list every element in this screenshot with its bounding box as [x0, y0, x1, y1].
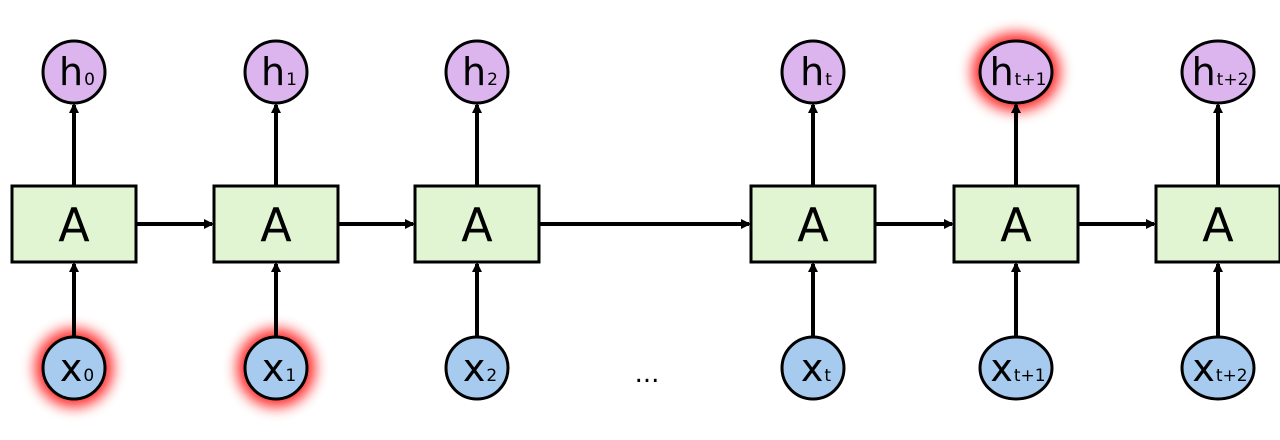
x-node-label: xt — [801, 346, 832, 390]
x-node-label: xt+1 — [990, 346, 1045, 390]
glow-layer — [35, 33, 1060, 407]
h-node-circle — [780, 39, 846, 105]
h-subscript: t+2 — [1217, 70, 1249, 90]
x-node-circle — [243, 335, 309, 401]
x-node-label: x1 — [262, 346, 296, 390]
x-node: x1 — [243, 335, 309, 401]
h-symbol: h — [990, 50, 1014, 94]
h-node-circle — [978, 39, 1054, 105]
h-subscript: 0 — [84, 70, 95, 90]
rnn-cell-label: A — [797, 198, 829, 252]
h-node: ht+1 — [978, 39, 1054, 105]
h-node: ht+2 — [1180, 39, 1256, 105]
x-node-label: x2 — [463, 346, 497, 390]
h-node: h2 — [444, 39, 510, 105]
x-subscript: t — [824, 366, 831, 386]
x-node-circle — [978, 335, 1054, 401]
x-node-circle — [1180, 335, 1256, 401]
h-node-circle — [243, 39, 309, 105]
x-node-label: x0 — [60, 346, 94, 390]
x-symbol: x — [1192, 346, 1215, 390]
rnn-cell-box — [1154, 184, 1280, 264]
ellipsis-label: ... — [635, 359, 660, 389]
h-node-label: ht+2 — [1192, 50, 1249, 94]
rnn-cell-label: A — [1202, 198, 1234, 252]
h-symbol: h — [1192, 50, 1216, 94]
h-node-label: h0 — [59, 50, 95, 94]
x-node: xt — [780, 335, 846, 401]
h-node-label: h1 — [261, 50, 297, 94]
rnn-cell: A — [413, 184, 541, 264]
h-subscript: t+1 — [1015, 70, 1047, 90]
x-subscript: t+1 — [1014, 366, 1046, 386]
rnn-cell-label: A — [1000, 198, 1032, 252]
x-node-circle — [780, 335, 846, 401]
x-subscript: 0 — [83, 366, 94, 386]
h-node: ht — [780, 39, 846, 105]
rnn-cell: A — [952, 184, 1080, 264]
rnn-cell-label: A — [461, 198, 493, 252]
rnn-cell: A — [749, 184, 877, 264]
h-symbol: h — [59, 50, 83, 94]
x-subscript: 1 — [285, 366, 296, 386]
h-node-label: h2 — [462, 50, 498, 94]
h-node-circle — [1180, 39, 1256, 105]
rnn-cell: A — [1154, 184, 1280, 264]
h-subscript: 1 — [286, 70, 297, 90]
rnn-cell-label: A — [260, 198, 292, 252]
rnn-cell: A — [212, 184, 340, 264]
rnn-cell-box — [10, 184, 138, 264]
x-node: xt+1 — [978, 335, 1054, 401]
h-node-circle — [444, 39, 510, 105]
rnn-cell-box — [952, 184, 1080, 264]
h-subscript: t — [825, 70, 832, 90]
x-node-circle — [41, 335, 107, 401]
x-node: xt+2 — [1180, 335, 1256, 401]
h-node-label: ht — [800, 50, 832, 94]
rnn-cell-box — [413, 184, 541, 264]
x-node: x2 — [444, 335, 510, 401]
connections-layer — [69, 103, 1223, 337]
h-symbol: h — [261, 50, 285, 94]
x-node-label: xt+2 — [1192, 346, 1247, 390]
rnn-cell-box — [749, 184, 877, 264]
x-symbol: x — [463, 346, 486, 390]
x-symbol: x — [60, 346, 83, 390]
x-symbol: x — [262, 346, 285, 390]
x-node: x0 — [41, 335, 107, 401]
rnn-cell: A — [10, 184, 138, 264]
h-node-circle — [41, 39, 107, 105]
x-symbol: x — [801, 346, 824, 390]
x-node-circle — [444, 335, 510, 401]
h-node-label: ht+1 — [990, 50, 1047, 94]
h-node: h0 — [41, 39, 107, 105]
x-subscript: 2 — [486, 366, 497, 386]
h-subscript: 2 — [487, 70, 498, 90]
x-subscript: t+2 — [1216, 366, 1248, 386]
h-node: h1 — [243, 39, 309, 105]
h-symbol: h — [462, 50, 486, 94]
x-symbol: x — [990, 346, 1013, 390]
rnn-cell-box — [212, 184, 340, 264]
rnn-cell-label: A — [58, 198, 90, 252]
h-symbol: h — [800, 50, 824, 94]
